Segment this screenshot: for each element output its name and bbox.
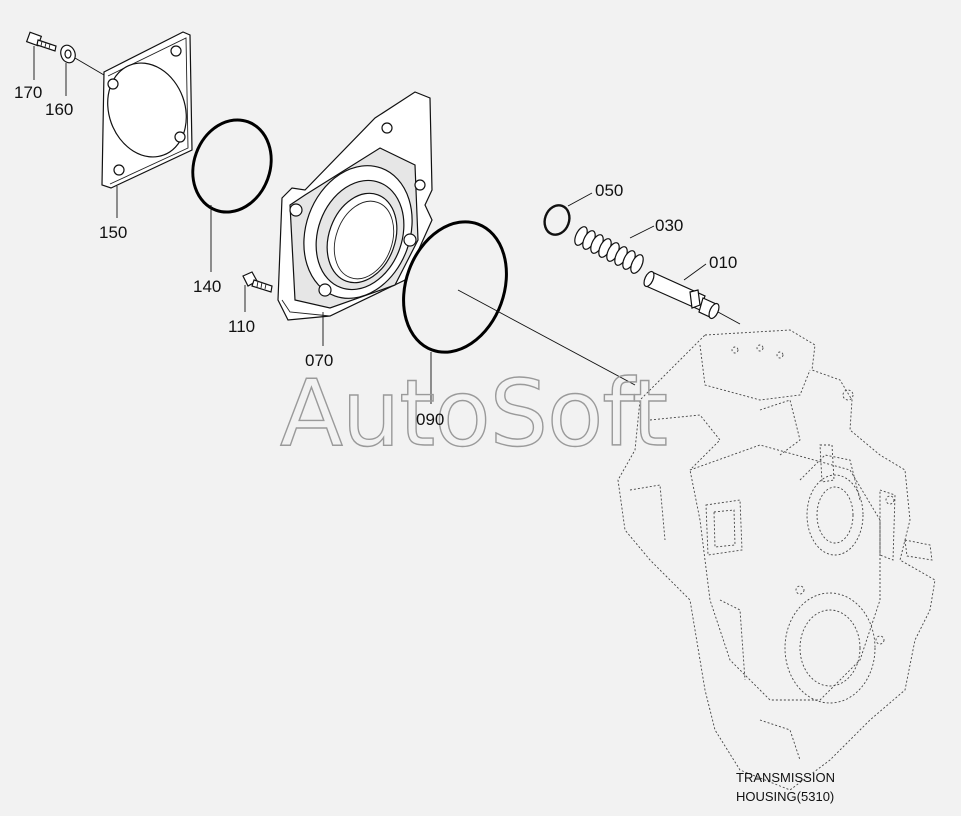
callout-070: 070 [305, 351, 333, 370]
housing-caption-line1: TRANSMISSION [736, 770, 835, 785]
o-ring-050 [543, 204, 571, 236]
o-ring-140 [191, 118, 273, 214]
spool-010 [643, 270, 720, 320]
housing-caption-line2: HOUSING(5310) [736, 789, 834, 804]
callout-030: 030 [655, 216, 683, 235]
cover-flange-070 [277, 91, 433, 321]
callout-150: 150 [99, 223, 127, 242]
callout-110: 110 [228, 317, 255, 336]
spring-030 [574, 226, 644, 274]
transmission-housing-drawing [617, 329, 936, 791]
watermark-text: AutoSoft [280, 360, 667, 467]
callout-160: 160 [45, 100, 73, 119]
gasket-plate-150 [101, 31, 193, 189]
callout-090: 090 [416, 410, 444, 429]
callout-010: 010 [709, 253, 737, 272]
callout-140: 140 [193, 277, 221, 296]
bolt-170 [25, 31, 57, 52]
bolt-110 [242, 271, 273, 293]
leader-lines [33, 46, 741, 404]
washer-160 [60, 44, 76, 64]
o-ring-090 [402, 220, 508, 354]
callout-170: 170 [14, 83, 42, 102]
callout-050: 050 [595, 181, 623, 200]
